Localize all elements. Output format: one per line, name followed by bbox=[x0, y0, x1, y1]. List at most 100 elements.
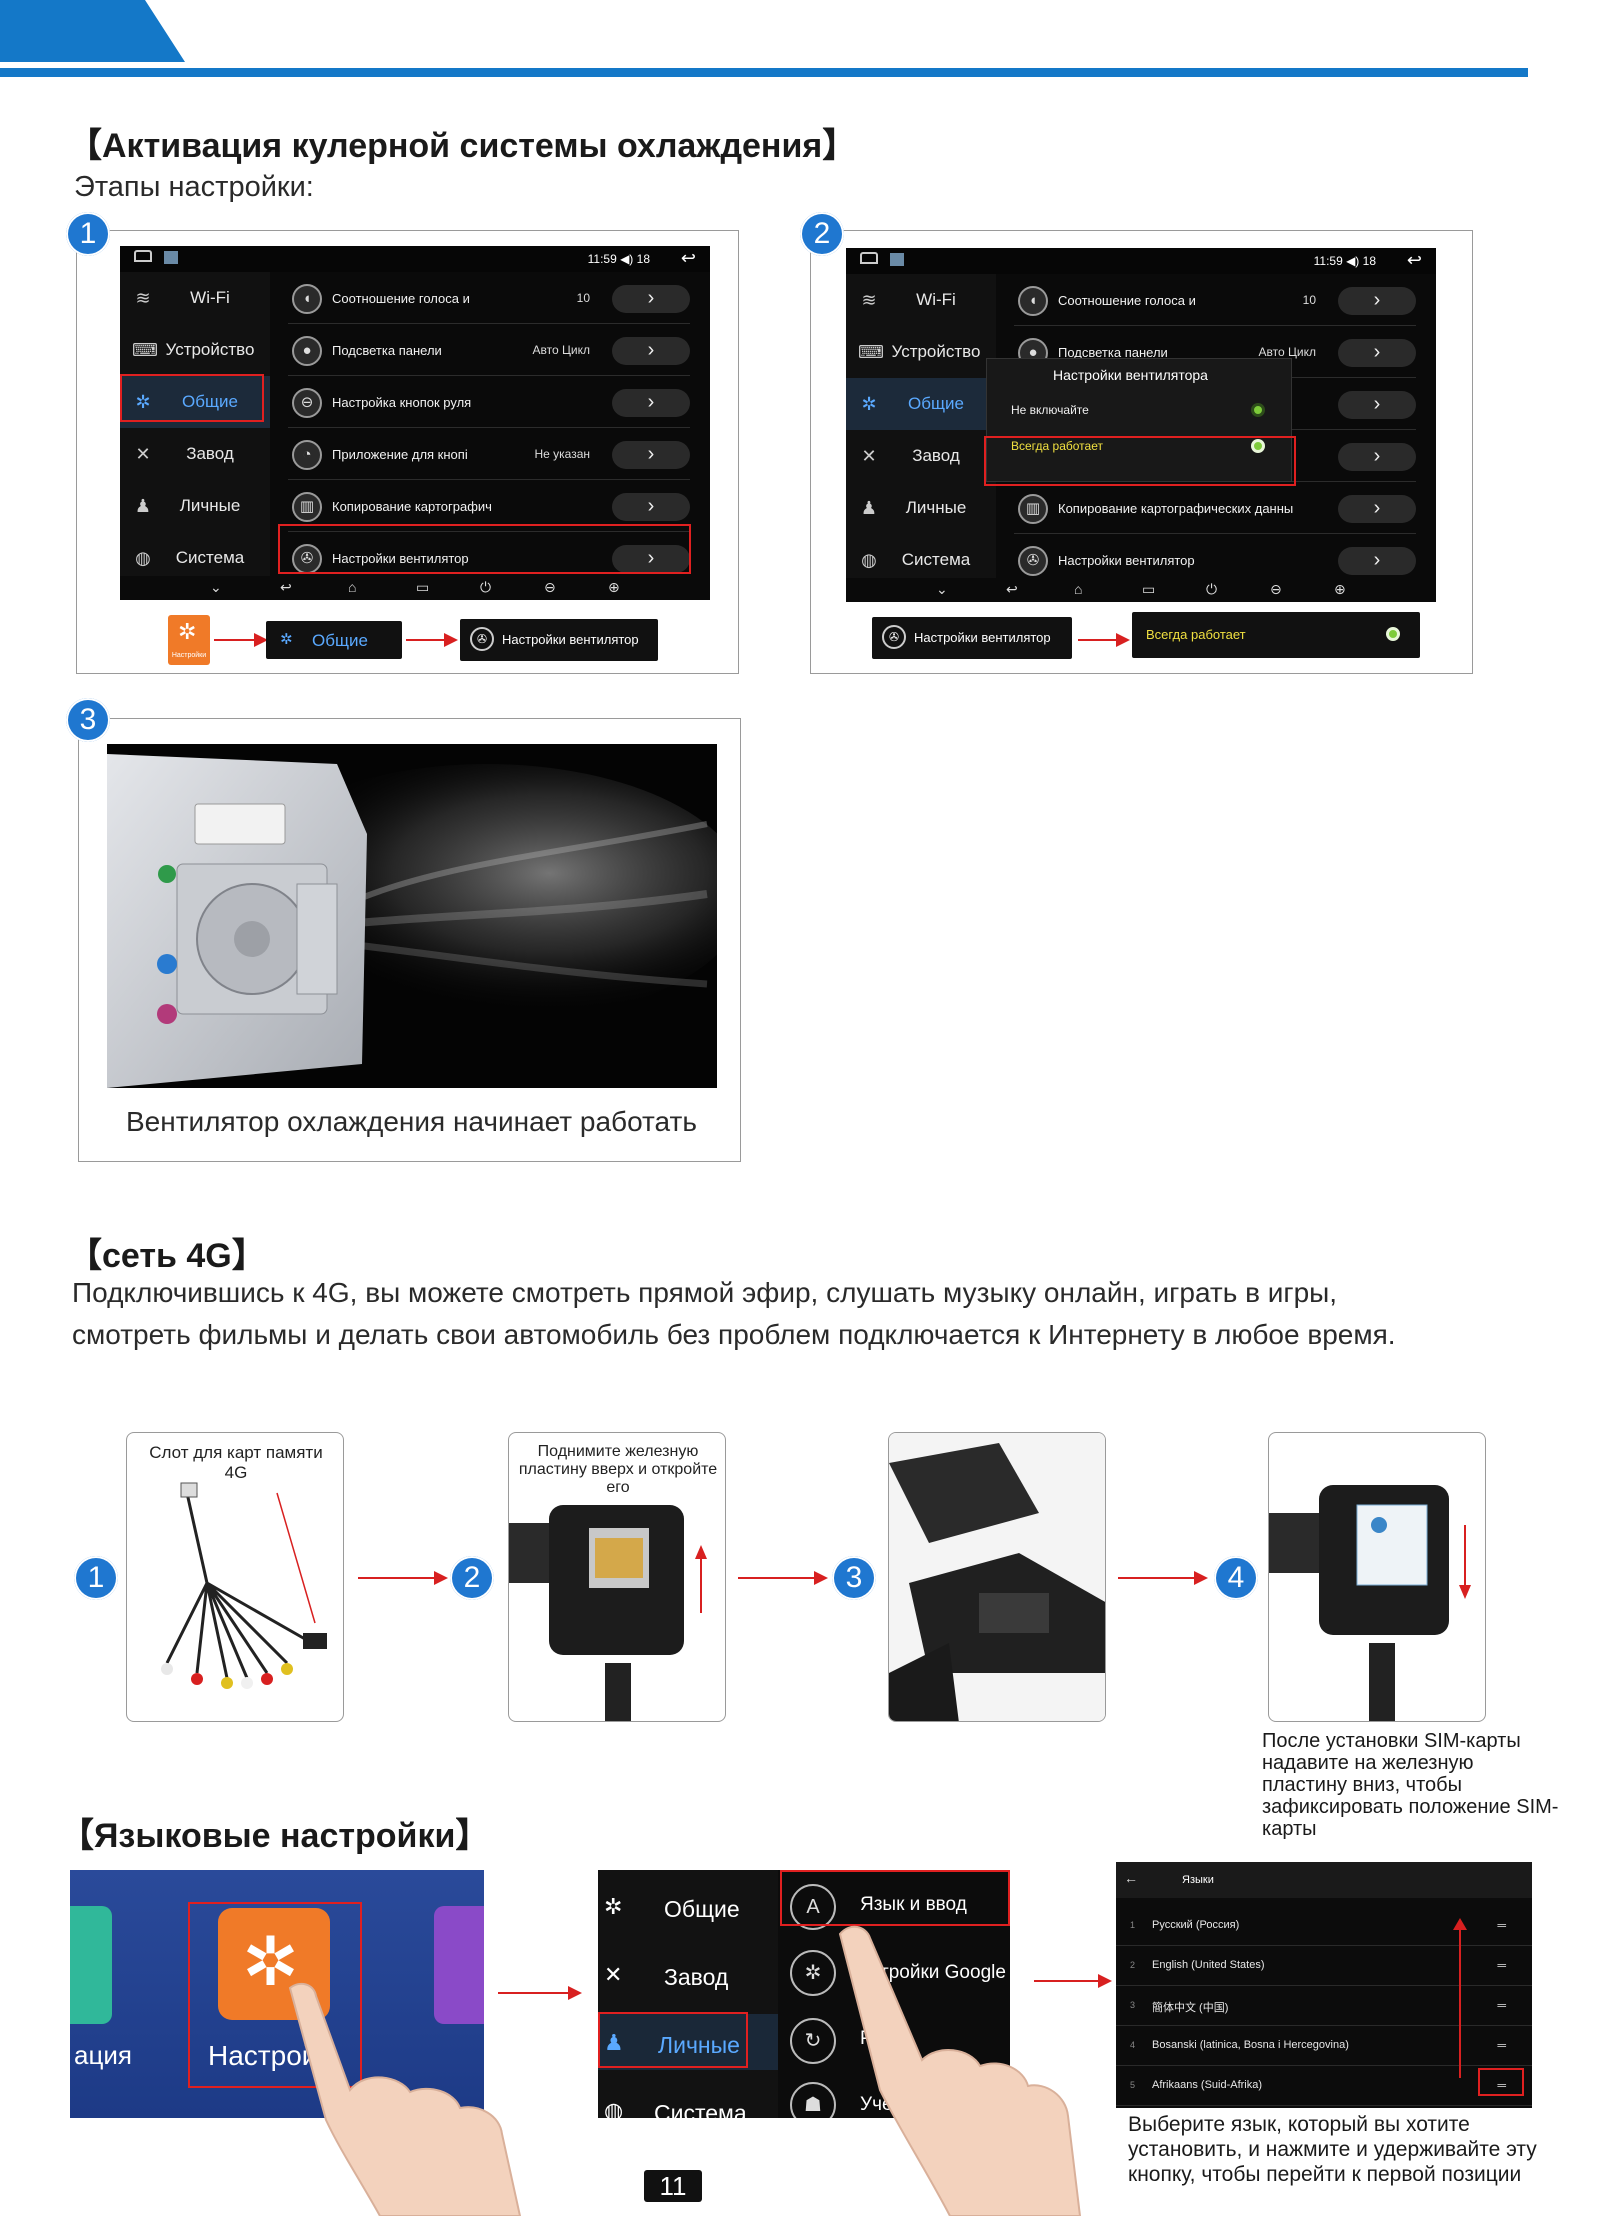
back-icon[interactable]: ↩ bbox=[680, 248, 696, 268]
highlight-general bbox=[120, 374, 264, 422]
settings-app-icon[interactable]: ✲ Настройки bbox=[168, 615, 210, 665]
drag-handle-icon[interactable]: ═ bbox=[1497, 2078, 1506, 2092]
chevron-down-icon[interactable]: ⌄ bbox=[210, 579, 222, 595]
chevron-right-icon: › bbox=[1338, 495, 1416, 523]
after-install-caption: После установки SIM-карты надавите на же… bbox=[1262, 1730, 1559, 1840]
row-map-copy[interactable]: ▥Копирование картографических данных› bbox=[288, 480, 690, 532]
power-icon[interactable]: ⏻ bbox=[1206, 581, 1218, 597]
chevron-down-icon[interactable]: ⌄ bbox=[936, 581, 948, 597]
wifi-icon: ≋ bbox=[861, 290, 877, 310]
home-icon bbox=[860, 252, 878, 264]
sidebar-item-wifi[interactable]: ≋Wi-Fi bbox=[846, 274, 996, 326]
app-tile-right[interactable] bbox=[434, 1906, 484, 2024]
flow-arrow-head bbox=[444, 633, 458, 647]
row-google-settings[interactable]: тройки Google bbox=[880, 1962, 1006, 1983]
row-map-copy[interactable]: ▥Копирование картографических данны› bbox=[1014, 482, 1416, 534]
gallery-icon bbox=[890, 253, 904, 266]
square-nav-icon[interactable]: ▭ bbox=[1142, 581, 1156, 597]
header-tab bbox=[0, 0, 185, 62]
gear-icon: ✲ bbox=[135, 392, 151, 412]
chevron-right-icon: › bbox=[612, 337, 690, 365]
section-title-cooling: 【Активация кулерной системы охлаждения】 bbox=[68, 127, 857, 165]
flow-arrow-head bbox=[1194, 1571, 1208, 1585]
volume-down-icon[interactable]: ⊖ bbox=[1270, 581, 1282, 597]
home-nav-icon[interactable]: ⌂ bbox=[1074, 581, 1083, 597]
flow-arrow-head bbox=[814, 1571, 828, 1585]
tools-icon: ✕ bbox=[604, 1962, 623, 1987]
sidebar-item-personal[interactable]: ♟Личные bbox=[846, 482, 996, 534]
back-icon[interactable]: ↩ bbox=[1406, 250, 1422, 270]
flow-arrow bbox=[1078, 639, 1120, 641]
arrow-left-icon[interactable]: ← bbox=[1124, 1870, 1138, 1886]
fan-icon: ✇ bbox=[470, 627, 494, 651]
globe-icon: ◍ bbox=[861, 550, 877, 570]
option-always-label: Всегда работает bbox=[1011, 439, 1103, 453]
power-icon[interactable]: ⏻ bbox=[480, 579, 492, 595]
drag-handle-icon[interactable]: ═ bbox=[1497, 1918, 1506, 1932]
4g-step4-number: 4 bbox=[1214, 1556, 1258, 1600]
radio-off[interactable] bbox=[1251, 403, 1265, 417]
chevron-right-icon: › bbox=[1338, 547, 1416, 575]
square-nav-icon[interactable]: ▭ bbox=[416, 579, 430, 595]
app-tile-left[interactable] bbox=[70, 1906, 112, 2024]
row-steering-keys[interactable]: ⊖Настройка кнопок руля› bbox=[288, 376, 690, 428]
menu-system[interactable]: Система bbox=[654, 2100, 747, 2118]
settings-menu-screenshot: ✲ Общие ✕ Завод ♟ Личные ◍ Система A Язы… bbox=[598, 1870, 1010, 2118]
chevron-right-icon: › bbox=[1338, 391, 1416, 419]
sidebar-item-personal[interactable]: ♟Личные bbox=[120, 480, 270, 532]
drag-handle-icon[interactable]: ═ bbox=[1497, 1958, 1506, 1972]
volume-down-icon[interactable]: ⊖ bbox=[544, 579, 556, 595]
sidebar-item-factory[interactable]: ✕Завод bbox=[120, 428, 270, 480]
menu-factory[interactable]: Завод bbox=[664, 1964, 729, 1990]
drag-handle-icon[interactable]: ═ bbox=[1497, 2038, 1506, 2052]
sidebar-item-system[interactable]: ◍Система bbox=[120, 532, 270, 584]
sidebar-item-wifi[interactable]: ≋Wi-Fi bbox=[120, 272, 270, 324]
chevron-right-icon: › bbox=[1338, 443, 1416, 471]
flow-arrow bbox=[358, 1577, 438, 1579]
menu-general[interactable]: Общие bbox=[664, 1896, 740, 1922]
home-nav-icon[interactable]: ⌂ bbox=[348, 579, 357, 595]
highlight-language-input bbox=[780, 1870, 1010, 1926]
back-nav-icon[interactable]: ↩ bbox=[1006, 581, 1018, 597]
4g-paragraph: Подключившись к 4G, вы можете смотреть п… bbox=[72, 1277, 1396, 1350]
chevron-right-icon: › bbox=[1338, 287, 1416, 315]
highlight-always-on bbox=[984, 436, 1296, 486]
flow-fan-chip-2: ✇ Настройки вентилятор bbox=[872, 617, 1072, 659]
sidebar-item-general[interactable]: ✲Общие bbox=[846, 378, 996, 430]
flow-arrow-head bbox=[1098, 1974, 1112, 1988]
fan-icon: ✇ bbox=[882, 625, 906, 649]
volume-icon: ◖ bbox=[1018, 286, 1048, 316]
option-off-label: Не включайте bbox=[1011, 403, 1089, 417]
chevron-right-icon: › bbox=[612, 285, 690, 313]
volume-up-icon[interactable]: ⊕ bbox=[1334, 581, 1346, 597]
dialog-title: Настройки вентилятора bbox=[1053, 367, 1208, 383]
nav-bar: ⌄ ↩ ⌂ ▭ ⏻ ⊖ ⊕ bbox=[846, 578, 1436, 602]
volume-up-icon[interactable]: ⊕ bbox=[608, 579, 620, 595]
chevron-right-icon: › bbox=[612, 441, 690, 469]
steering-wheel-icon: ⊖ bbox=[292, 388, 322, 418]
highlight-fan-settings bbox=[278, 524, 691, 574]
4g-step2-number: 2 bbox=[450, 1556, 494, 1600]
sidebar-item-factory[interactable]: ✕Завод bbox=[846, 430, 996, 482]
device-icon: ⌨ bbox=[132, 340, 158, 360]
sidebar-item-general[interactable]: ✲Общие bbox=[120, 376, 270, 428]
drag-handle-icon[interactable]: ═ bbox=[1497, 1998, 1506, 2012]
sidebar-item-device[interactable]: ⌨Устройство bbox=[858, 342, 981, 362]
sidebar-item-device[interactable]: ⌨Устройство bbox=[132, 340, 255, 360]
back-nav-icon[interactable]: ↩ bbox=[280, 579, 292, 595]
menu-personal-selected[interactable] bbox=[598, 2014, 778, 2070]
row-language-input[interactable]: Язык и ввод bbox=[860, 1894, 967, 1915]
flow-arrow bbox=[1034, 1980, 1100, 1982]
radio-always[interactable] bbox=[1251, 439, 1265, 453]
menu-personal: Личные bbox=[658, 2032, 740, 2058]
sidebar-item-system[interactable]: ◍Система bbox=[846, 534, 996, 586]
